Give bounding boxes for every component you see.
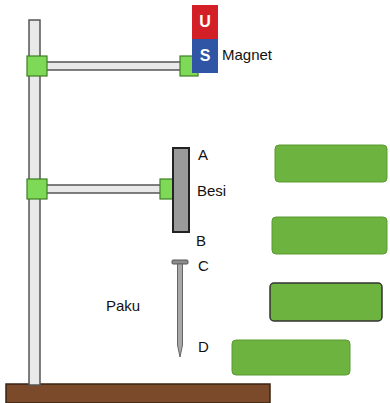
magnet-label: Magnet <box>222 47 272 62</box>
clamp <box>27 56 47 76</box>
stand-base <box>6 384 270 403</box>
pole-letter: U <box>199 14 211 30</box>
clamp <box>27 179 47 199</box>
nail-head <box>172 260 188 264</box>
iron-bar <box>173 148 189 232</box>
stand-arm <box>40 62 185 70</box>
nail-shaft <box>178 264 183 357</box>
nail-label: Paku <box>106 298 140 313</box>
answer-box <box>270 283 382 321</box>
end-letter: A <box>198 147 208 162</box>
stand-arm <box>40 185 165 193</box>
answer-box <box>275 145 387 182</box>
magnet-south-pole: S <box>192 39 218 73</box>
iron-label: Besi <box>197 183 226 198</box>
pole-letter: S <box>200 48 211 64</box>
end-letter: C <box>198 258 209 273</box>
answer-box <box>232 340 350 375</box>
answer-box <box>272 217 387 254</box>
end-letter: D <box>198 339 209 354</box>
magnet-north-pole: U <box>192 5 218 39</box>
end-letter: B <box>196 233 206 248</box>
